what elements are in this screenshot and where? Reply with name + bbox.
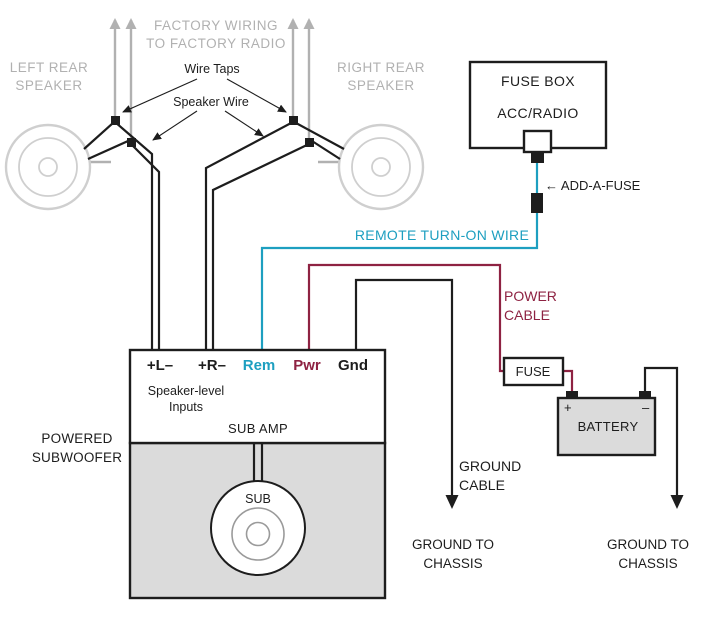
- sub-cone-outer: [210, 480, 306, 576]
- right-speaker-lead-1: [295, 122, 345, 150]
- speaker-wire-left-pos: [114, 121, 154, 350]
- acc-radio-label: ACC/RADIO: [497, 105, 579, 121]
- powered-subwoofer-label: POWERED SUBWOOFER: [32, 429, 122, 467]
- ground-to-chassis-right-label: GROUND TO CHASSIS: [607, 535, 689, 573]
- ground-chassis-right-line2: CHASSIS: [618, 556, 678, 571]
- ground-cable-label: GROUND CABLE: [459, 457, 521, 495]
- right-rear-speaker-line1: RIGHT REAR: [336, 60, 426, 75]
- left-speaker-mid: [18, 137, 78, 197]
- sub-driver-icon: [210, 480, 306, 576]
- ground-wire-battery: [643, 366, 684, 509]
- terminal-right-label: +R–: [198, 357, 226, 374]
- add-a-fuse-label: ← ADD-A-FUSE: [545, 178, 641, 193]
- right-speaker-icon: [318, 123, 425, 211]
- right-rear-speaker-label: RIGHT REAR SPEAKER: [337, 59, 425, 95]
- acc-fuse-holder-icon: [522, 129, 553, 154]
- inline-fuse-label: FUSE: [515, 364, 551, 379]
- ground-chassis-left-line2: CHASSIS: [423, 556, 483, 571]
- left-rear-speaker-line1: LEFT REAR: [9, 60, 89, 75]
- powered-subwoofer-line1: POWERED: [41, 431, 113, 446]
- wire-tap-square-1: [111, 116, 120, 125]
- battery-box: [556, 396, 657, 457]
- battery-plus-label: +: [564, 400, 572, 415]
- add-a-fuse-icon: [531, 193, 543, 213]
- speaker-wire-right-pos: [204, 121, 294, 350]
- power-cable-battery-segment: [563, 369, 574, 398]
- right-speaker-lead-2: [311, 140, 341, 160]
- speaker-wire-label: Speaker Wire: [173, 95, 249, 109]
- ground-chassis-right-line1: GROUND TO: [606, 537, 690, 552]
- amp-box: [128, 348, 387, 445]
- battery-name-label: BATTERY: [577, 419, 639, 434]
- speaker-wire-pointer-left: [152, 110, 198, 141]
- left-speaker-lead-2: [87, 139, 129, 161]
- speaker-wire-pointer-right: [224, 110, 264, 137]
- sub-driver-label: SUB: [245, 492, 271, 506]
- left-rear-speaker-label: LEFT REAR SPEAKER: [10, 59, 89, 95]
- battery-post-minus-icon: [639, 391, 651, 398]
- left-speaker-icon: [4, 123, 111, 211]
- factory-wiring-line1: FACTORY WIRING: [153, 18, 279, 33]
- left-speaker-center: [38, 157, 58, 177]
- power-cable-line2: CABLE: [504, 307, 550, 323]
- sub-cone-inner: [245, 521, 271, 547]
- terminal-pwr-label: Pwr: [293, 357, 321, 374]
- speaker-level-line1: Speaker-level: [147, 384, 225, 398]
- remote-turn-on-label: REMOTE TURN-ON WIRE: [354, 227, 530, 243]
- ground-chassis-left-line1: GROUND TO: [411, 537, 495, 552]
- power-cable-line1: POWER: [504, 288, 557, 304]
- fuse-box-title: FUSE BOX: [501, 73, 575, 89]
- sub-cone-mid: [231, 507, 285, 561]
- left-speaker-lead-1: [83, 122, 114, 150]
- ground-cable-line2: CABLE: [459, 477, 505, 493]
- right-speaker-mid: [351, 137, 411, 197]
- ground-cable-line1: GROUND: [459, 458, 522, 474]
- factory-wiring-label: FACTORY WIRING TO FACTORY RADIO: [146, 17, 286, 53]
- acc-fuse-nub-icon: [531, 152, 544, 163]
- battery-post-plus-icon: [566, 391, 578, 398]
- powered-subwoofer-line2: SUBWOOFER: [31, 450, 123, 465]
- terminal-left-label: +L–: [146, 357, 174, 374]
- power-cable-wire: [307, 263, 504, 373]
- battery-minus-label: –: [642, 400, 650, 415]
- ground-wire-amp: [354, 278, 459, 509]
- wire-taps-pointer-right: [226, 78, 287, 113]
- wire-tap-square-2: [127, 138, 136, 147]
- speaker-wire-left-neg: [130, 143, 161, 350]
- right-speaker-center: [371, 157, 391, 177]
- speaker-level-inputs-label: Speaker-level Inputs: [148, 383, 224, 415]
- factory-wiring-arrows-icon: [109, 18, 315, 138]
- wire-taps-pointer-left: [122, 78, 198, 113]
- right-rear-speaker-line2: SPEAKER: [347, 78, 415, 93]
- terminal-rem-label: Rem: [242, 357, 276, 374]
- left-rear-speaker-line2: SPEAKER: [15, 78, 83, 93]
- inline-fuse-box: [502, 356, 565, 387]
- speaker-level-line2: Inputs: [168, 400, 204, 414]
- wire-tap-square-3: [289, 116, 298, 125]
- ground-to-chassis-left-label: GROUND TO CHASSIS: [412, 535, 494, 573]
- terminal-gnd-label: Gnd: [338, 357, 368, 374]
- factory-wiring-line2: TO FACTORY RADIO: [146, 36, 286, 51]
- power-cable-label: POWER CABLE: [504, 287, 557, 325]
- speaker-wire-right-neg: [211, 143, 310, 350]
- wire-taps-label: Wire Taps: [184, 62, 240, 76]
- sub-amp-label: SUB AMP: [228, 421, 288, 436]
- wire-tap-square-4: [305, 138, 314, 147]
